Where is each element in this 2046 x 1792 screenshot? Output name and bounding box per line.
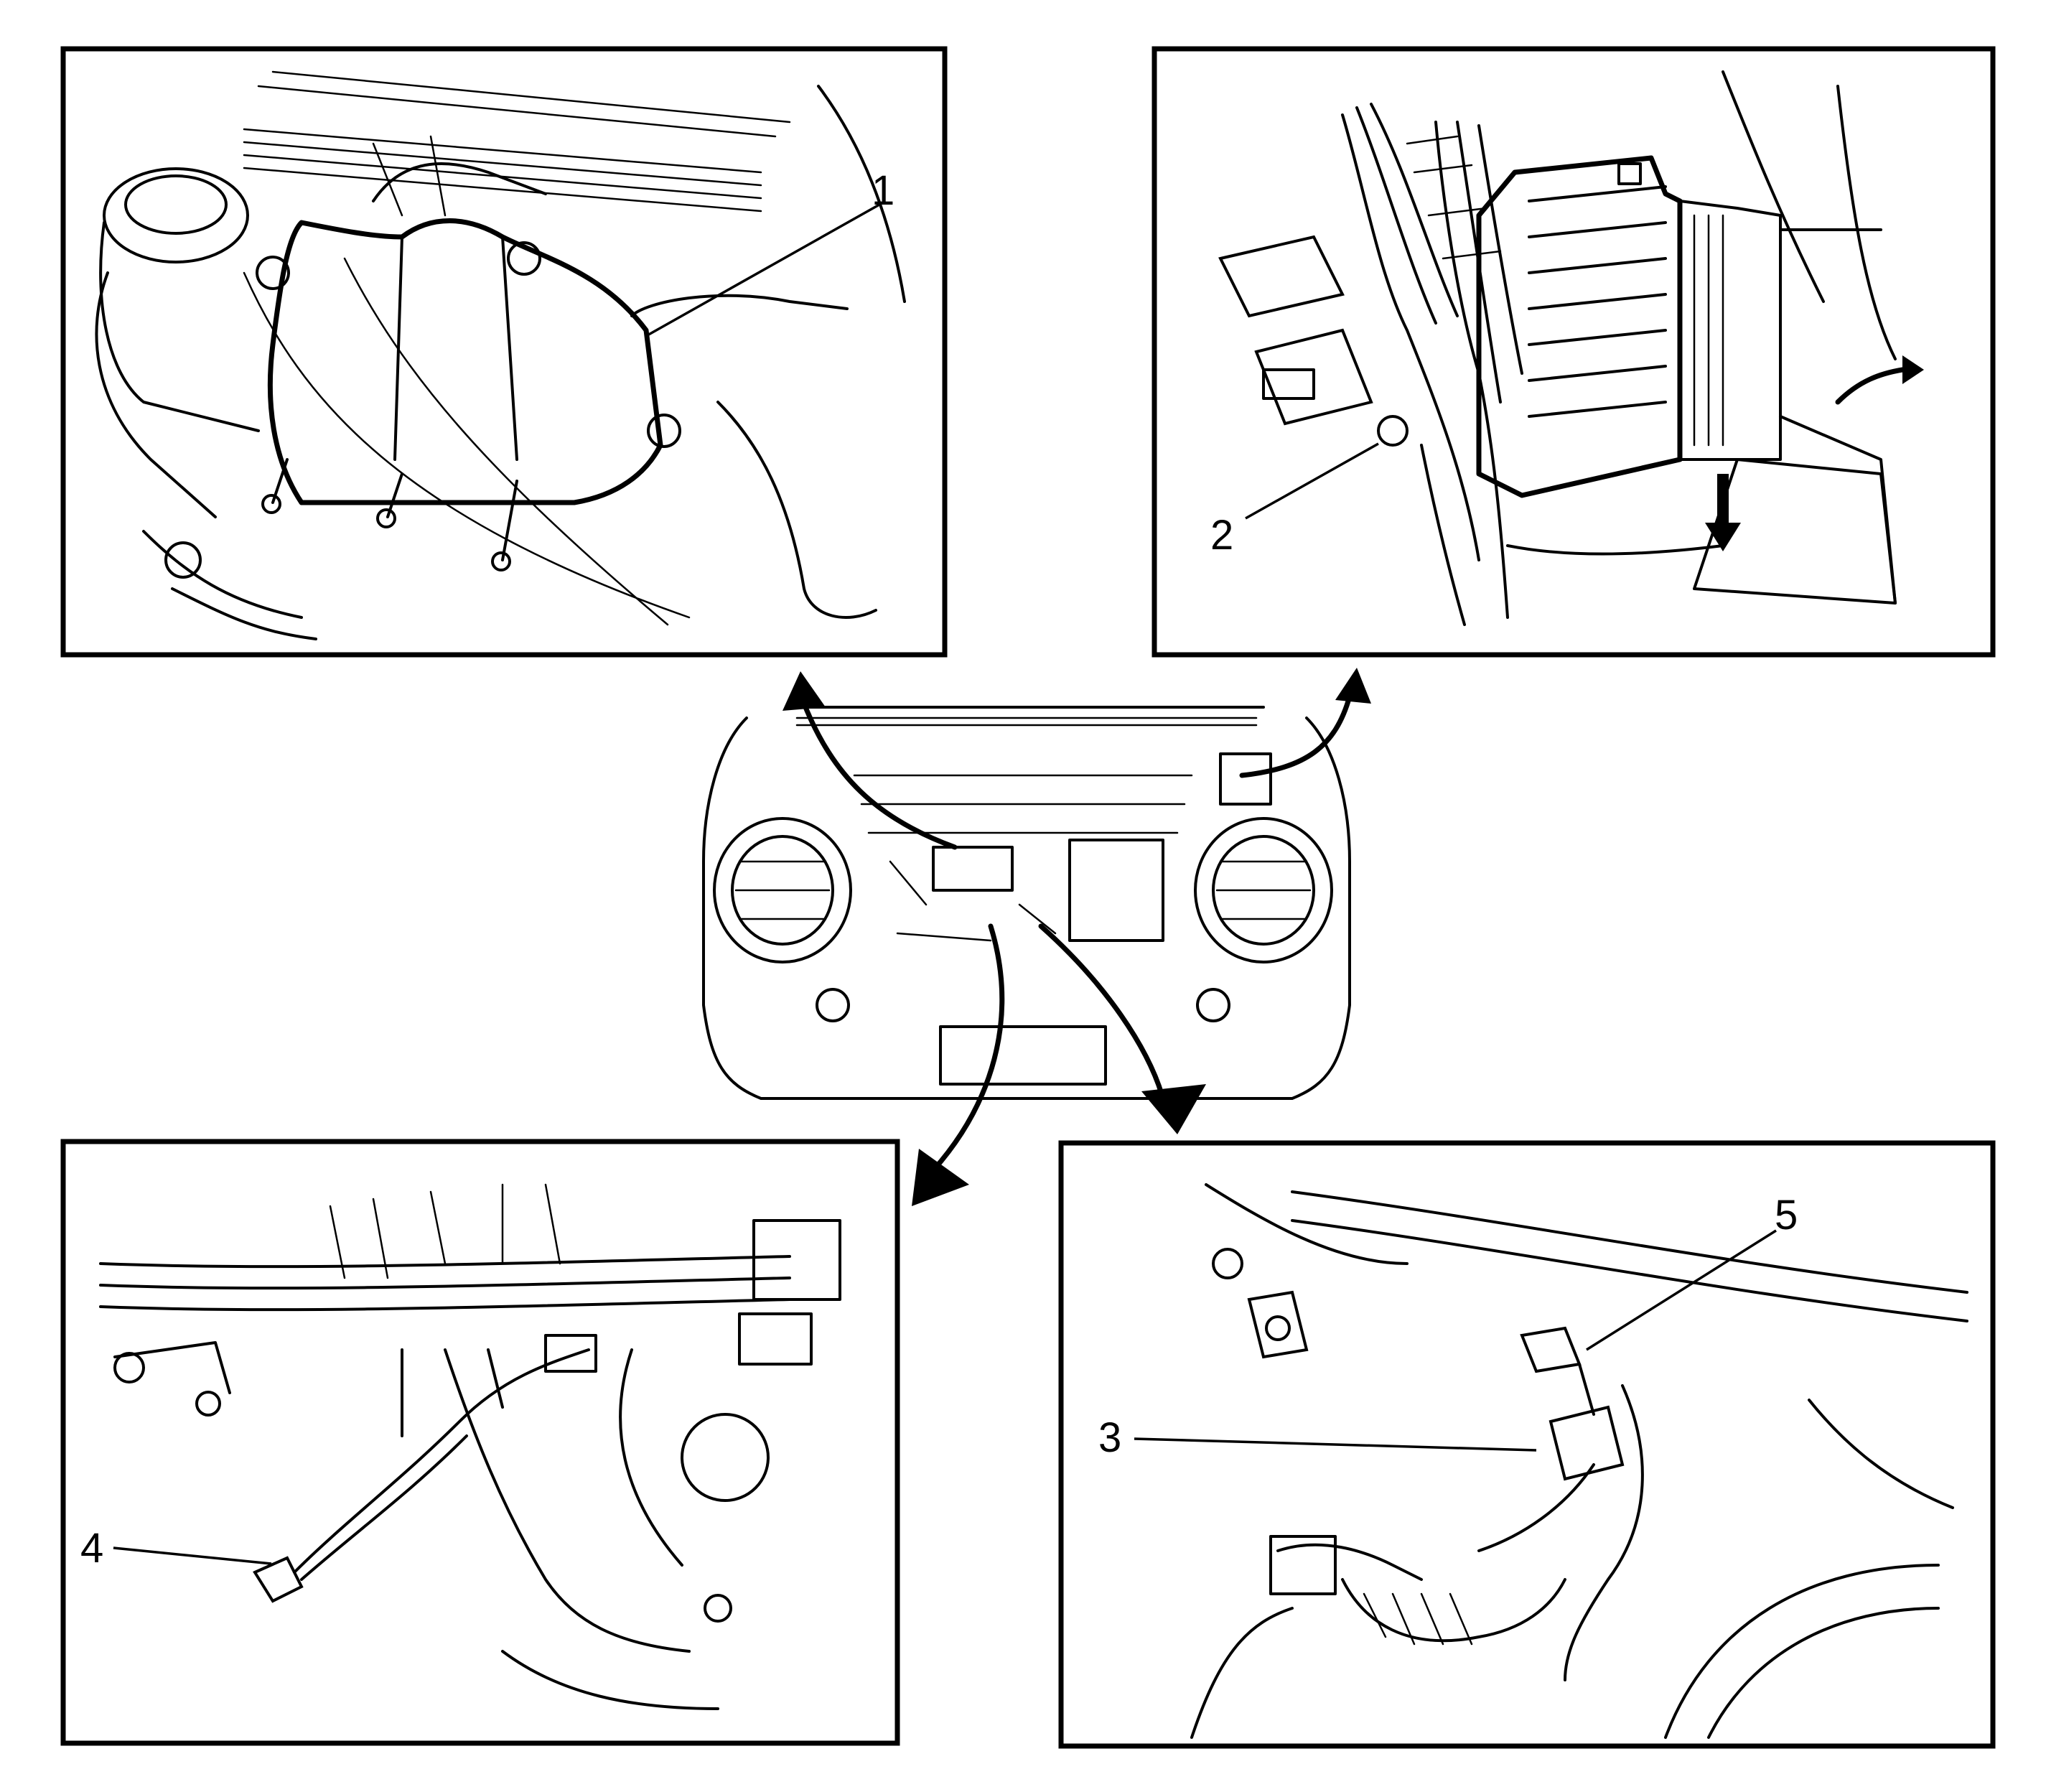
callout-3: 3 xyxy=(1098,1414,1121,1461)
panel-ecm xyxy=(1152,46,1996,658)
callout-5: 5 xyxy=(1775,1192,1798,1238)
panel-ignition-coil xyxy=(60,46,948,658)
callout-2: 2 xyxy=(1210,512,1233,559)
center-vehicle-view xyxy=(702,668,1371,1206)
callout-1: 1 xyxy=(872,167,894,214)
callout-4: 4 xyxy=(80,1525,103,1572)
callouts: 1 2 3 4 5 xyxy=(80,167,1798,1572)
panel-coolant-sensor xyxy=(1058,1140,1996,1749)
panel-oxygen-sensor xyxy=(60,1139,900,1746)
